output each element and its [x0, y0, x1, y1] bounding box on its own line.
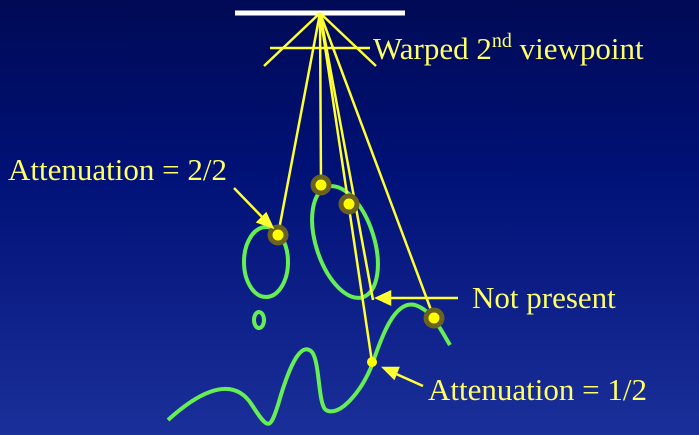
wavy-surface	[166, 302, 452, 426]
viewpoint-label-main: Warped 2	[373, 31, 492, 66]
attenuation-half-label: Attenuation = 1/2	[428, 372, 647, 407]
left-ellipse-surface	[242, 225, 290, 299]
sample-point-small	[367, 357, 377, 367]
projection-rays	[276, 12, 436, 363]
ray-to-wavy-front	[318, 12, 375, 301]
viewpoint-label-tail: viewpoint	[511, 31, 644, 66]
sample-point	[338, 193, 360, 215]
ray-to-wavy-right	[318, 12, 436, 319]
small-loop-surface	[252, 310, 266, 330]
attenuation-full-label: Attenuation = 2/2	[8, 152, 227, 187]
sample-point	[423, 307, 445, 329]
viewpoint-label: Warped 2nd viewpoint	[373, 30, 644, 66]
ray-to-left-ellipse	[276, 12, 322, 236]
sample-points	[267, 174, 445, 367]
callout-arrows	[233, 187, 458, 388]
viewpoint-label-superscript: nd	[491, 30, 512, 52]
sample-point	[267, 224, 289, 246]
arrow-attenuation-full	[233, 187, 265, 220]
scene-surfaces	[166, 184, 452, 426]
not-present-label: Not present	[472, 280, 616, 315]
ray-to-tilted-front	[318, 12, 374, 363]
arrow-attenuation-half	[393, 371, 424, 388]
ray-to-tilted-top	[318, 12, 323, 186]
sample-point	[310, 174, 332, 196]
